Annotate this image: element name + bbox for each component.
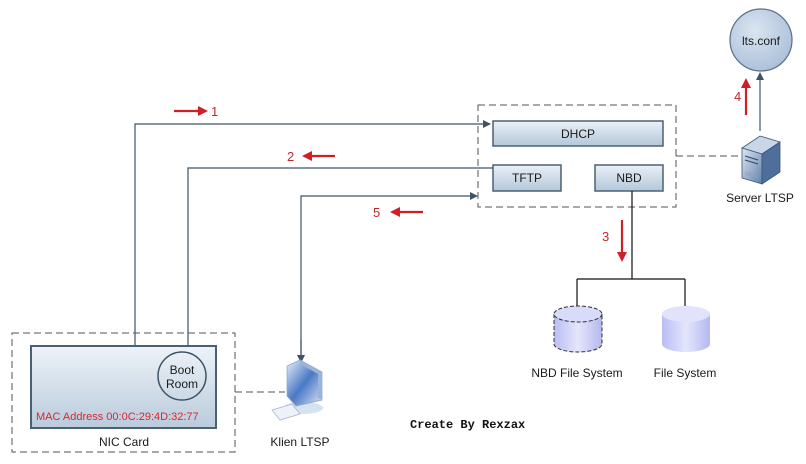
step-2-label: 2 bbox=[287, 149, 294, 164]
nic-card-label: NIC Card bbox=[99, 435, 149, 449]
nbd-to-storage-connector bbox=[576, 191, 686, 306]
klien-ltsp-label: Klien LTSP bbox=[270, 435, 329, 449]
file-system-label: File System bbox=[654, 366, 717, 380]
mac-address-label: MAC Address 00:0C:29:4D:32:77 bbox=[36, 411, 199, 423]
nbd-file-system-icon[interactable] bbox=[553, 305, 603, 353]
nic-to-dhcp-connector bbox=[134, 120, 491, 346]
file-system-icon[interactable] bbox=[662, 306, 710, 352]
nic-card-panel[interactable] bbox=[30, 345, 217, 429]
tftp-node[interactable]: TFTP bbox=[492, 164, 562, 192]
nbd-file-system-label: NBD File System bbox=[531, 366, 622, 380]
tftp-to-bootroom-connector bbox=[184, 167, 493, 359]
dhcp-label: DHCP bbox=[561, 127, 595, 141]
client-to-group-connector bbox=[300, 192, 478, 362]
step-4-label: 4 bbox=[734, 89, 741, 104]
client-computer-icon bbox=[271, 359, 323, 421]
nbd-label: NBD bbox=[616, 171, 642, 185]
dhcp-node[interactable]: DHCP bbox=[492, 120, 664, 147]
step-5-label: 5 bbox=[373, 205, 380, 220]
lts-conf-label: lts.conf bbox=[742, 34, 781, 48]
step-3-label: 3 bbox=[602, 229, 609, 244]
nic-card-group bbox=[11, 332, 236, 453]
lts-conf-node[interactable]: lts.conf bbox=[729, 8, 793, 72]
credit-text: Create By Rexzax bbox=[410, 418, 525, 432]
boot-room-label-line2: Room bbox=[166, 377, 198, 391]
nbd-node[interactable]: NBD bbox=[594, 164, 664, 192]
server-ltsp-label: Server LTSP bbox=[726, 191, 794, 205]
server-icon bbox=[741, 135, 781, 185]
boot-room-node[interactable]: Boot Room bbox=[157, 351, 207, 401]
tftp-label: TFTP bbox=[512, 171, 542, 185]
boot-room-label-line1: Boot bbox=[170, 363, 195, 377]
step-1-label: 1 bbox=[211, 104, 218, 119]
